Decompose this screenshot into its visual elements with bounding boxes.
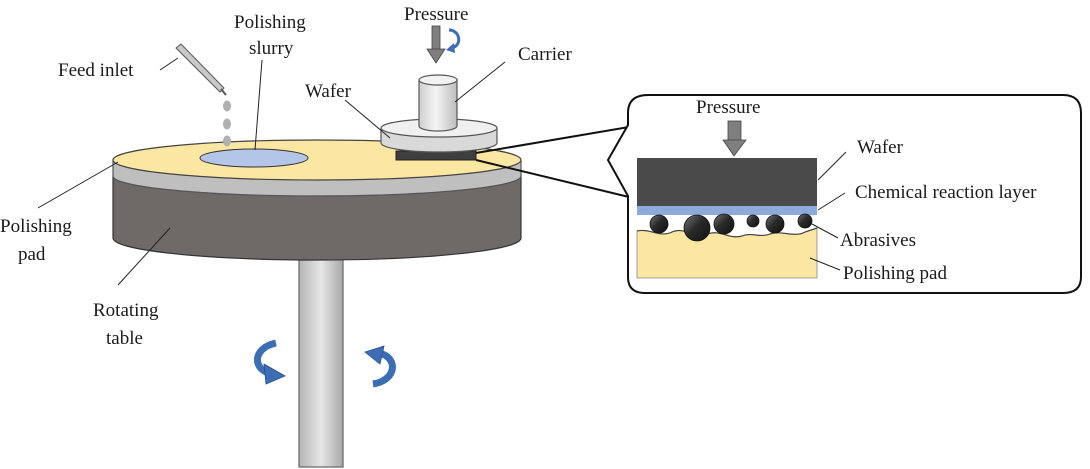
inset-chemical-layer [637,206,817,215]
label-polishing-slurry-1: Polishing [234,12,306,33]
inset-label-abrasives: Abrasives [840,230,916,251]
abrasive-particle [683,214,711,242]
label-polishing-slurry-2: slurry [249,38,294,59]
inset-label-chemical-layer: Chemical reaction layer [855,182,1037,203]
label-pressure: Pressure [404,4,468,25]
inset-label-polishing-pad: Polishing pad [843,263,947,284]
rotating-table [112,175,522,261]
down-arrow-icon [722,120,747,157]
carrier-cylinder [418,79,458,132]
callout-lines [475,126,630,198]
inset-label-pressure: Pressure [696,97,760,118]
abrasive-particle [713,213,735,235]
inset-abrasives [649,213,813,242]
slurry-drops [223,100,231,147]
table-shaft [298,254,344,468]
abrasive-particle [746,214,760,228]
curved-rotation-arrow-icon [446,28,461,53]
down-arrow-icon [426,25,446,64]
carrier-cylinder-top [418,74,458,86]
label-rotating-table-2: table [106,328,143,349]
inset-wafer [637,158,817,206]
abrasive-particle [765,214,785,234]
curved-rotation-arrow-icon [254,339,286,385]
feed-nozzle [175,43,227,96]
abrasive-particle [797,213,813,229]
label-polishing-pad-2: pad [18,244,46,265]
label-wafer: Wafer [305,81,352,102]
curved-rotation-arrow-icon [364,345,396,388]
slurry-puddle [199,148,309,168]
label-polishing-pad-1: Polishing [0,216,72,237]
label-carrier: Carrier [518,44,572,65]
inset-label-wafer: Wafer [857,137,904,158]
label-feed-inlet: Feed inlet [58,60,134,81]
abrasive-particle [649,214,669,234]
leader-lines [37,57,506,286]
label-rotating-table-1: Rotating [93,300,159,321]
inset-leader-lines [809,151,847,271]
